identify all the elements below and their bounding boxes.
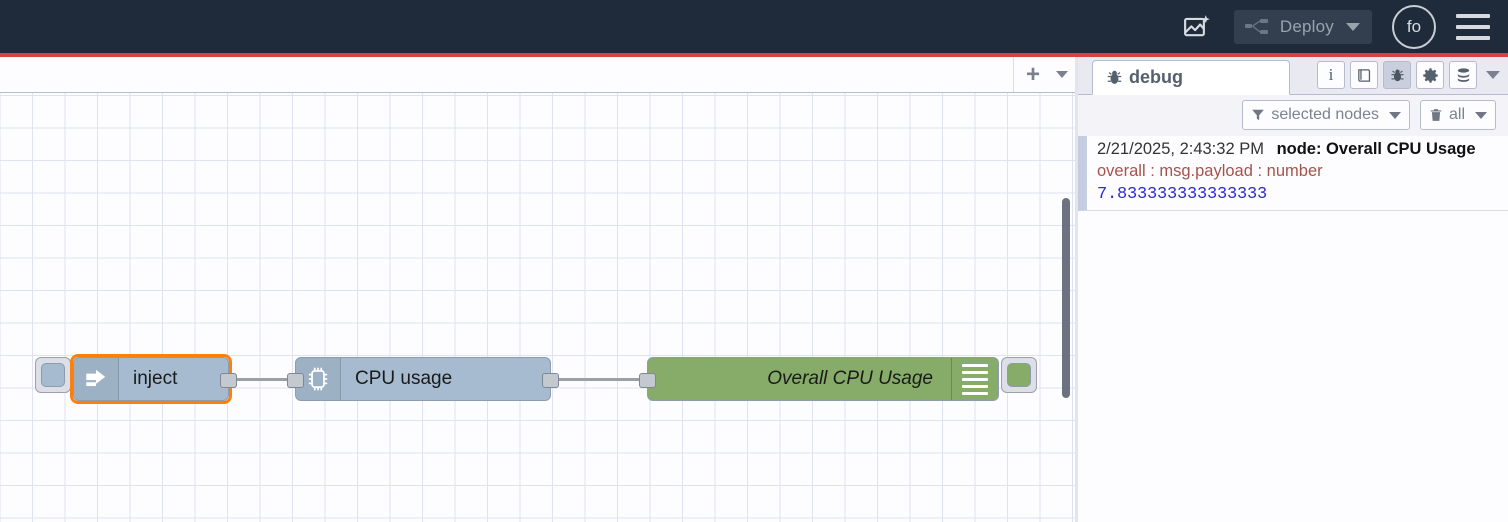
deploy-label: Deploy — [1279, 16, 1334, 36]
wire-cpu-to-debug — [551, 378, 647, 381]
inject-trigger-indicator — [41, 363, 65, 387]
header-actions: Deploy fo — [1180, 0, 1490, 53]
avatar[interactable]: fo — [1392, 4, 1436, 49]
library-book-icon[interactable] — [1350, 61, 1378, 89]
canvas-grid — [0, 93, 1076, 522]
debug-input-port[interactable] — [639, 373, 656, 388]
inject-arrow-icon — [74, 358, 119, 400]
node-cpu-usage[interactable]: CPU usage — [287, 357, 559, 401]
hamburger-menu-icon[interactable] — [1456, 13, 1490, 40]
cpu-output-port[interactable] — [542, 373, 559, 388]
debug-message[interactable]: 2/21/2025, 2:43:32 PM node: Overall CPU … — [1078, 136, 1508, 211]
debug-filter-row: selected nodes all — [1078, 95, 1508, 135]
image-sparkle-icon[interactable] — [1180, 10, 1214, 44]
debug-bug-icon[interactable] — [1383, 61, 1411, 89]
sidebar-tool-icons: i — [1317, 61, 1500, 89]
flow-canvas[interactable]: inject CPU usage Overall CPU Usage — [0, 93, 1076, 522]
deploy-chevron-down-icon[interactable] — [1346, 22, 1360, 31]
clear-debug-label: all — [1448, 106, 1465, 123]
cpu-input-port[interactable] — [287, 373, 304, 388]
avatar-initials: fo — [1406, 16, 1422, 36]
debug-message-node[interactable]: node: Overall CPU Usage — [1276, 140, 1476, 158]
debug-message-topic: overall : msg.payload : number — [1097, 162, 1323, 180]
node-inject[interactable]: inject — [73, 357, 237, 401]
funnel-icon — [1252, 109, 1265, 121]
inject-node-label: inject — [133, 368, 178, 389]
debug-sidebar: debug i — [1078, 57, 1508, 522]
info-icon[interactable]: i — [1317, 61, 1345, 89]
gear-icon[interactable] — [1416, 61, 1444, 89]
sidebar-tabrow: debug i — [1078, 57, 1508, 95]
app-header: Deploy fo — [0, 0, 1508, 53]
cpu-node-label: CPU usage — [355, 368, 453, 389]
deploy-nodes-icon — [1244, 18, 1268, 34]
filter-chevron-down-icon[interactable] — [1388, 111, 1401, 119]
context-data-stack-icon[interactable] — [1449, 61, 1477, 89]
debug-lines-icon — [951, 358, 998, 400]
debug-enable-toggle-button[interactable] — [1001, 357, 1037, 393]
debug-message-timestamp: 2/21/2025, 2:43:32 PM — [1097, 140, 1264, 158]
node-overall-cpu-usage[interactable]: Overall CPU Usage — [639, 357, 999, 401]
clear-chevron-down-icon[interactable] — [1475, 111, 1487, 119]
flow-list-chevron-down-icon[interactable] — [1056, 71, 1068, 78]
sidebar-menu-chevron-down-icon[interactable] — [1486, 71, 1500, 79]
header-accent-bar — [0, 53, 1508, 57]
deploy-button[interactable]: Deploy — [1233, 9, 1372, 44]
debug-message-value: 7.833333333333333 — [1097, 185, 1268, 204]
debug-node-label: Overall CPU Usage — [767, 368, 933, 389]
workspace-tabbar-actions: + — [1012, 57, 1076, 92]
canvas-sidebar-divider[interactable] — [1075, 57, 1078, 522]
add-flow-button[interactable]: + — [1025, 60, 1040, 88]
bug-icon — [1107, 70, 1122, 84]
inject-output-port[interactable] — [220, 373, 237, 388]
clear-debug-button[interactable]: all — [1419, 100, 1496, 130]
wire-inject-to-cpu — [236, 378, 296, 381]
workspace-tabbar: + — [0, 57, 1076, 93]
debug-enable-indicator — [1007, 363, 1031, 387]
filter-selected-nodes-label: selected nodes — [1271, 106, 1379, 123]
filter-selected-nodes-button[interactable]: selected nodes — [1242, 100, 1410, 130]
debug-message-header: 2/21/2025, 2:43:32 PM node: Overall CPU … — [1097, 140, 1500, 159]
tab-debug[interactable]: debug — [1092, 60, 1290, 95]
debug-message-list[interactable]: 2/21/2025, 2:43:32 PM node: Overall CPU … — [1078, 136, 1508, 522]
inject-trigger-button[interactable] — [35, 357, 71, 393]
trash-icon — [1430, 109, 1442, 121]
canvas-vertical-scrollbar[interactable] — [1062, 198, 1070, 398]
tab-debug-label: debug — [1129, 67, 1183, 87]
